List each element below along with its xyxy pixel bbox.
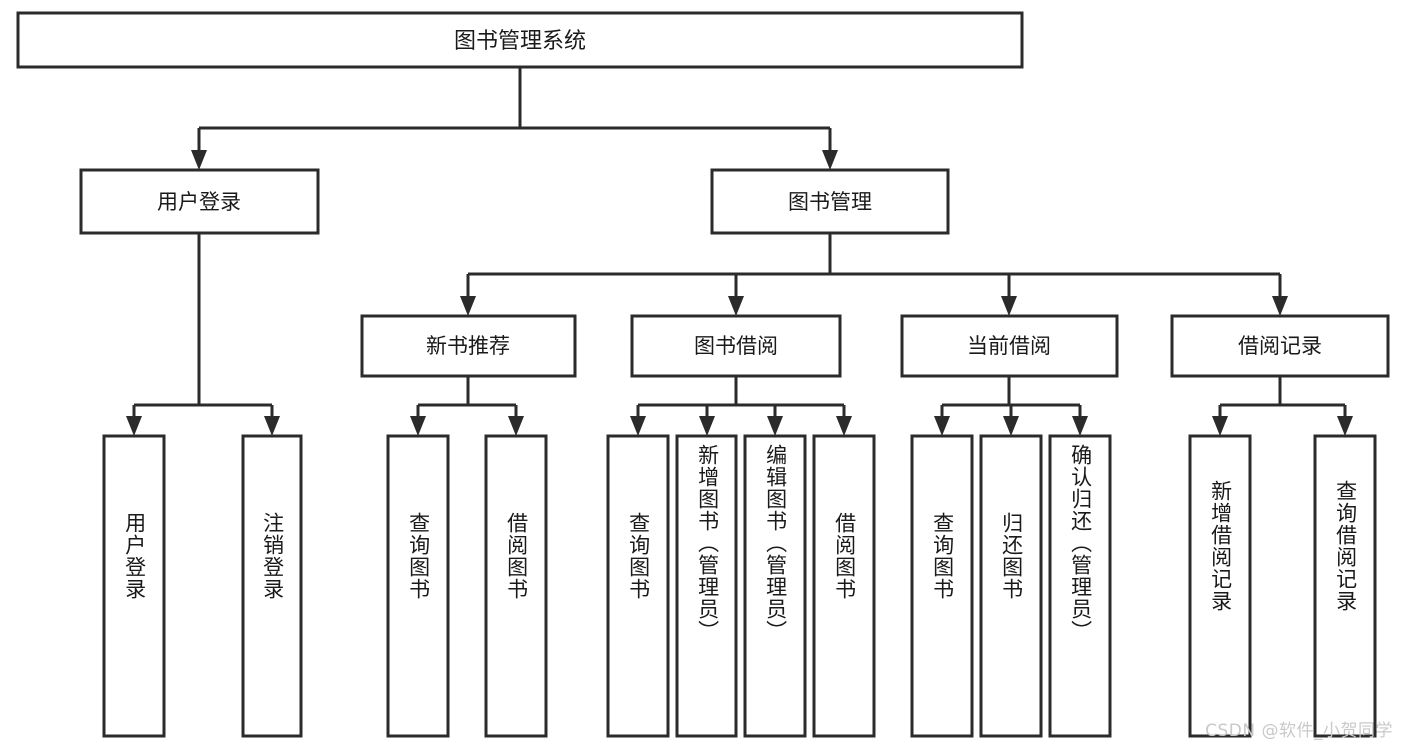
node-current-borrow-label: 当前借阅 (967, 334, 1051, 358)
edges-layer (126, 67, 1353, 436)
csdn-watermark: CSDN @软件_小贺同学 (1205, 721, 1393, 741)
arrowhead-book-borrow (728, 296, 744, 316)
node-borrow-record-label: 借阅记录 (1238, 334, 1322, 358)
arrowhead-leaf-borrow-book-1 (508, 416, 524, 436)
arrowhead-leaf-edit-book (767, 416, 783, 436)
node-new-book-recommend-label: 新书推荐 (426, 334, 510, 358)
node-book-borrow-label: 图书借阅 (694, 334, 778, 358)
arrowhead-leaf-query-record (1337, 416, 1353, 436)
node-leaf-query-record-box[interactable] (1313, 434, 1377, 738)
arrowhead-leaf-add-book (699, 416, 715, 436)
node-leaf-user-login-box[interactable] (102, 434, 166, 738)
arrowhead-leaf-borrow-book-2 (836, 416, 852, 436)
node-current-borrow-box[interactable] (900, 314, 1119, 378)
arrowhead-leaf-logout-login (264, 416, 280, 436)
node-leaf-borrow-book-2-box[interactable] (812, 434, 876, 738)
node-book-borrow-box[interactable] (630, 314, 842, 378)
arrowhead-leaf-add-record (1212, 416, 1228, 436)
node-root-box[interactable] (16, 11, 1024, 69)
node-leaf-add-record-box[interactable] (1188, 434, 1252, 738)
node-leaf-confirm-return-box[interactable] (1048, 434, 1112, 738)
node-user-login-label: 用户登录 (157, 190, 241, 214)
arrowhead-new-book-recommend (460, 296, 476, 316)
node-leaf-add-book-box[interactable] (675, 434, 738, 738)
node-leaf-query-book-2-box[interactable] (606, 434, 670, 738)
arrowhead-leaf-return-book (1003, 416, 1019, 436)
arrowhead-borrow-record (1272, 296, 1288, 316)
node-book-manage-box[interactable] (710, 168, 950, 235)
node-leaf-logout-login-box[interactable] (241, 434, 303, 738)
arrowhead-leaf-query-book-3 (934, 416, 950, 436)
arrowhead-leaf-confirm-return (1072, 416, 1088, 436)
arrowhead-book-manage (822, 150, 838, 170)
arrowhead-leaf-query-book-1 (410, 416, 426, 436)
nodes-layer: 图书管理系统 用户登录 图书管理 新书推荐 图书借阅 当前借阅 借阅记录 (16, 11, 1390, 738)
node-book-manage-label: 图书管理 (788, 190, 872, 214)
node-new-book-recommend-box[interactable] (360, 314, 577, 378)
node-leaf-query-book-1-box[interactable] (386, 434, 450, 738)
node-leaf-borrow-book-1-box[interactable] (484, 434, 548, 738)
arrowhead-user-login (191, 150, 207, 170)
node-leaf-edit-book-box[interactable] (743, 434, 807, 738)
node-leaf-return-book-box[interactable] (979, 434, 1043, 738)
arrowhead-leaf-user-login (126, 416, 142, 436)
node-root-label: 图书管理系统 (454, 29, 586, 54)
node-leaf-query-book-3-box[interactable] (910, 434, 974, 738)
node-borrow-record-box[interactable] (1170, 314, 1390, 378)
node-user-login-box[interactable] (79, 168, 320, 235)
arrowhead-current-borrow (1001, 296, 1017, 316)
arrowhead-leaf-query-book-2 (630, 416, 646, 436)
